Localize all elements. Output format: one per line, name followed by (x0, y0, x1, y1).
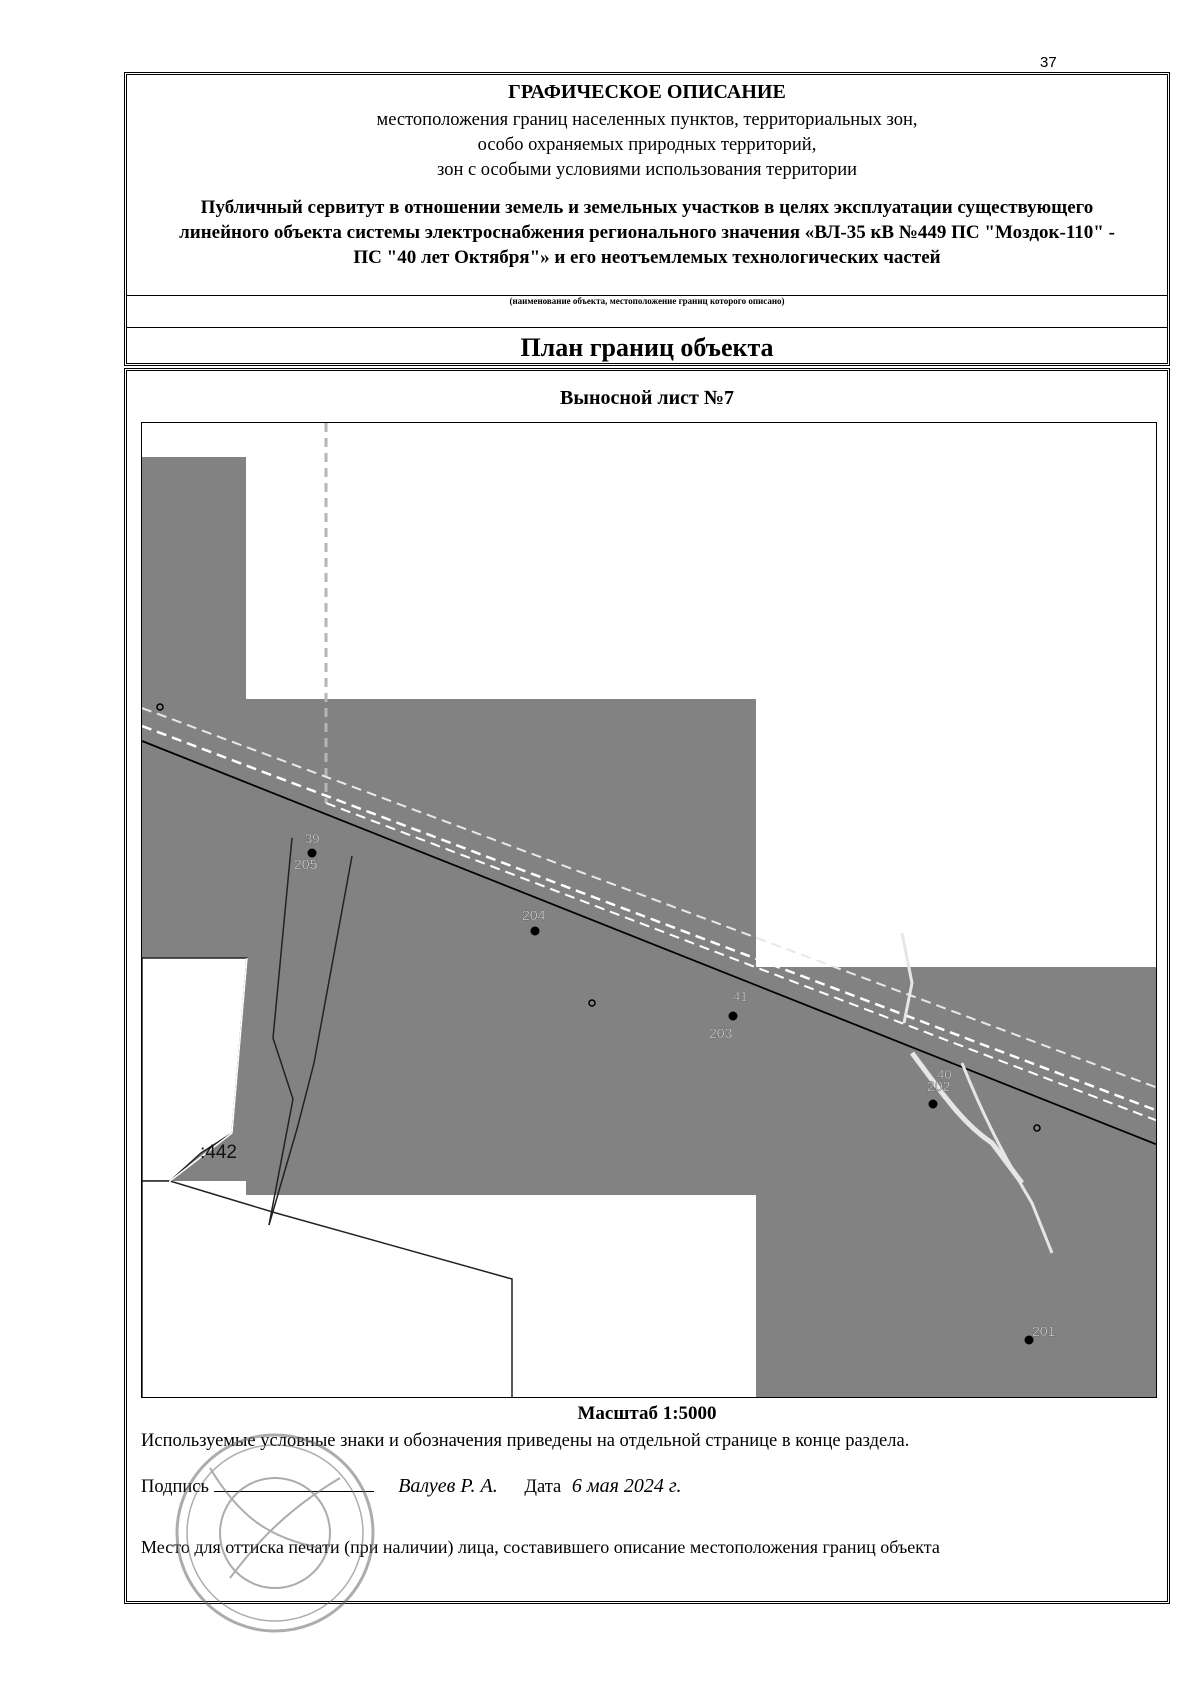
plan-title: План границ объекта (520, 333, 774, 362)
map-view: 205 204 203 202 201 39 41 40 :442 (141, 422, 1157, 1398)
point-marker (307, 848, 317, 858)
point-marker (928, 1099, 938, 1109)
block-label: 40 (937, 1067, 951, 1082)
signer-name: Валуев Р. А. (398, 1475, 498, 1497)
object-caption: (наименование объекта, местоположение гр… (509, 296, 785, 306)
legend-note: Используемые условные знаки и обозначени… (141, 1431, 910, 1451)
point-marker (530, 926, 540, 936)
seal-stamp (175, 1433, 375, 1633)
point-label: 204 (522, 907, 546, 923)
subtitle-line: зон с особыми условиями использования те… (437, 160, 857, 180)
signature-row: Подпись Валуев Р. А. Дата 6 мая 2024 г. (141, 1475, 681, 1498)
date-value: 6 мая 2024 г. (571, 1475, 682, 1497)
object-name: Публичный сервитут в отношении земель и … (179, 197, 1115, 268)
document-title: ГРАФИЧЕСКОЕ ОПИСАНИЕ (508, 81, 786, 103)
point-label: 202 (927, 1078, 951, 1094)
parcel-label: :442 (200, 1142, 237, 1163)
divider (127, 327, 1167, 328)
date-label: Дата (524, 1477, 562, 1497)
subtitle-line: особо охраняемых природных территорий, (477, 135, 817, 155)
divider (127, 295, 1167, 296)
subtitle-line: местоположения границ населенных пунктов… (376, 110, 918, 130)
point-label: 203 (709, 1025, 733, 1041)
body-frame: Выносной лист №7 Масштаб 1:5000 Использу… (124, 368, 1170, 1604)
scale-label: Масштаб 1:5000 (577, 1403, 717, 1424)
sheet-title: Выносной лист №7 (560, 387, 734, 409)
map-drawing: 205 204 203 202 201 39 41 40 :442 (142, 423, 1156, 1397)
block-label: 41 (733, 989, 747, 1004)
power-line (142, 740, 1156, 1146)
header-frame: ГРАФИЧЕСКОЕ ОПИСАНИЕ местоположения гран… (124, 72, 1170, 366)
signature-line (213, 1491, 374, 1492)
point-marker (1024, 1335, 1034, 1345)
page-number: 37 (1040, 54, 1057, 71)
seal-note: Место для оттиска печати (при наличии) л… (141, 1537, 940, 1557)
point-label: 201 (1032, 1323, 1056, 1339)
point-marker (728, 1011, 738, 1021)
block-label: 39 (305, 831, 319, 846)
point-label: 205 (294, 856, 318, 872)
